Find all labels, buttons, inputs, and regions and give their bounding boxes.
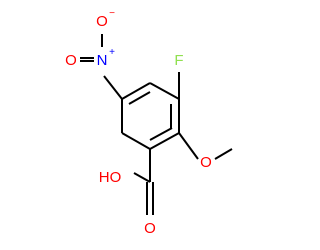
methoxy-ch3-bond xyxy=(214,148,233,160)
nitro-n-bond xyxy=(103,75,123,100)
ring-bond-3 xyxy=(121,132,151,150)
methoxy-oxygen-label: O xyxy=(200,154,212,171)
nitro-oxygen-left: O xyxy=(65,52,77,69)
ring-inner-bond-2 xyxy=(149,127,173,141)
nitro-nitrogen-charge: + xyxy=(109,47,115,58)
nitro-oxygen-charge: − xyxy=(109,8,115,19)
ring-bond-6 xyxy=(149,82,180,100)
molecule-structure: O − O N + F HO O O xyxy=(65,8,233,237)
fluorine-label: F xyxy=(174,52,183,69)
carboxylic-acid-group: HO O xyxy=(99,149,156,237)
nitro-oxygen-top: O xyxy=(96,13,108,30)
carbonyl-oxygen-label: O xyxy=(144,220,156,237)
ring-bond-1 xyxy=(121,82,151,100)
nitro-group: O − O N + xyxy=(65,8,123,100)
ring-bond-4 xyxy=(149,132,180,150)
methoxy-o-bond xyxy=(178,132,199,160)
ring-inner-bond-1 xyxy=(128,91,151,105)
fluoro-group: F xyxy=(174,52,184,99)
benzene-ring xyxy=(121,82,180,150)
hydroxyl-label: HO xyxy=(99,169,122,186)
carboxyl-oh-bond xyxy=(133,172,151,183)
nitro-nitrogen: N xyxy=(97,52,108,69)
methoxy-group: O xyxy=(178,132,233,171)
